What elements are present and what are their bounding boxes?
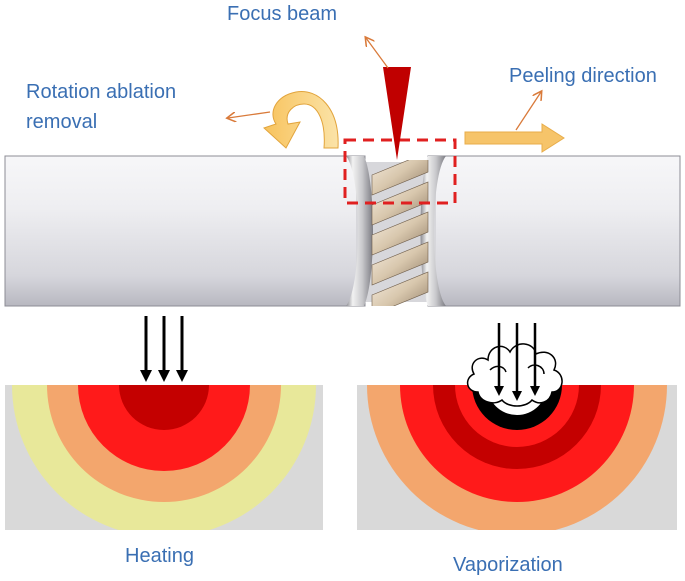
rotation-arrow-icon <box>263 91 339 149</box>
vaporization-panel <box>357 323 677 530</box>
rotation-pointer <box>228 111 271 118</box>
rotation-label-line2: removal <box>26 111 98 133</box>
vaporization-label: Vaporization <box>453 554 563 576</box>
cable-left-segment <box>4 155 366 307</box>
cable-cylinder <box>4 155 681 307</box>
heating-panel <box>5 316 323 530</box>
focus-beam-label: Focus beam <box>227 3 338 25</box>
vapor-plume <box>466 343 563 407</box>
focus-beam-triangle <box>383 67 411 160</box>
peeling-direction-label: Peeling direction <box>509 65 657 87</box>
heating-label: Heating <box>125 545 194 567</box>
vapor-beam-arrows <box>494 323 540 401</box>
heat-arrows <box>140 316 188 382</box>
cable-right-segment <box>427 155 681 307</box>
peeling-pointer <box>515 92 541 131</box>
exposed-strands <box>371 160 429 306</box>
rotation-label-line1: Rotation ablation <box>26 81 177 103</box>
peeling-arrow-icon <box>464 123 565 153</box>
heating-zone-dark-red <box>119 385 209 430</box>
focus-beam-pointer <box>366 38 389 69</box>
ablation-groove <box>346 156 446 306</box>
